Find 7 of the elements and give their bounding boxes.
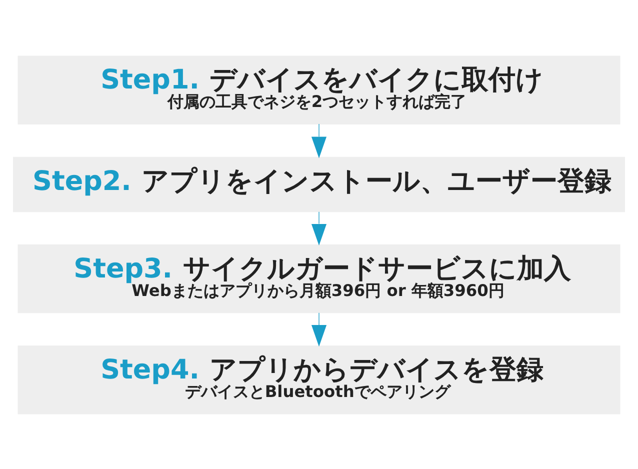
arrow (311, 210, 327, 246)
node-box: Step1. デバイスをバイクに取付け 付属の工具でネジを2つセットすれば完了 (18, 55, 620, 124)
node-box: Step2. アプリをインストール、ユーザー登録 (13, 156, 625, 212)
arrow (311, 123, 327, 158)
node-box: Step4. アプリからデバイスを登録 デバイスとBluetoothでペアリング (18, 345, 620, 414)
node-box: Step3. サイクルガードサービスに加入 Webまたはアプリから月額396円 or 年額3960円 (18, 244, 620, 313)
arrow (311, 312, 327, 346)
